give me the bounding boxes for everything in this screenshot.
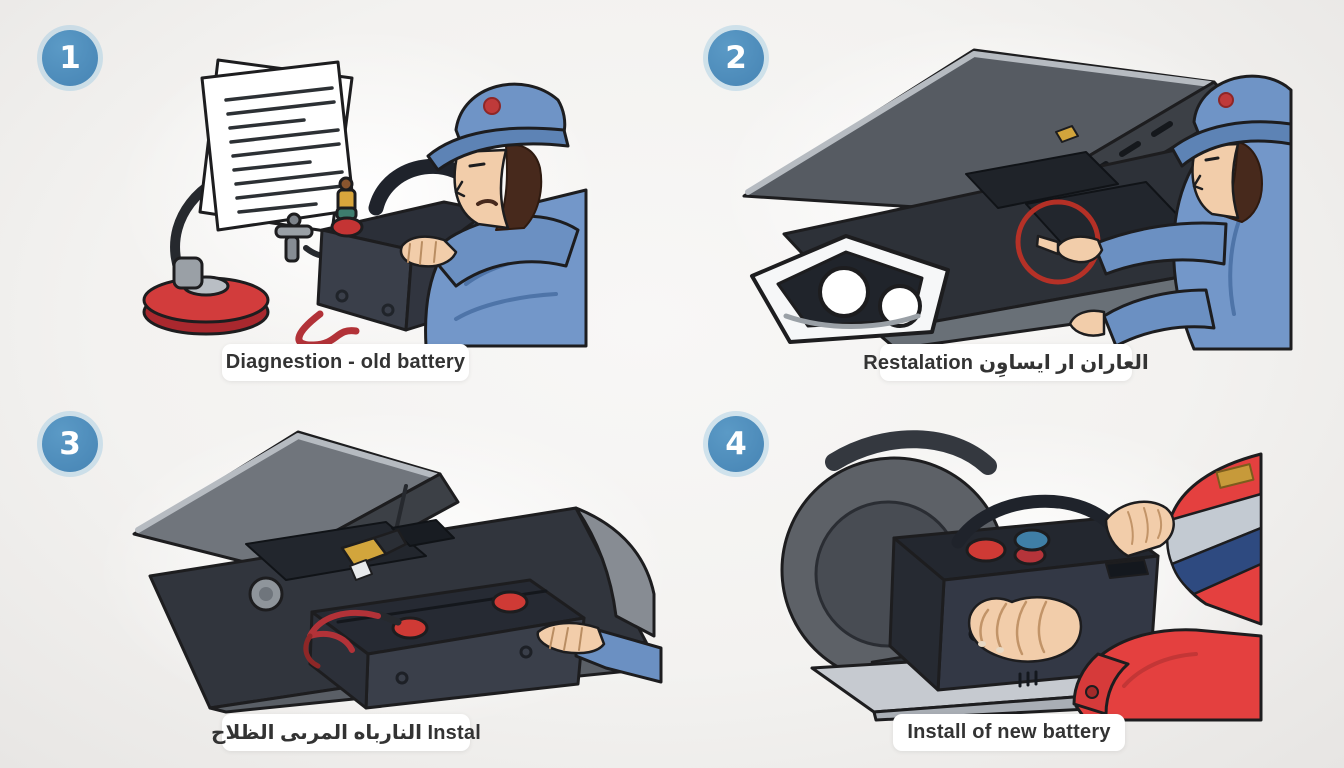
step-2-illustration xyxy=(726,24,1293,351)
old-battery-icon xyxy=(303,578,586,710)
step-1-badge: 1 xyxy=(42,30,98,86)
red-cap-icon xyxy=(965,537,1007,563)
step-3-badge: 3 xyxy=(42,416,98,472)
fender-icon xyxy=(574,506,656,638)
step-4-caption-text: Install of new battery xyxy=(907,721,1111,743)
face-icon xyxy=(1191,142,1240,220)
step-4-number: 4 xyxy=(725,426,747,462)
step-2-badge: 2 xyxy=(708,30,764,86)
hand-icon xyxy=(1104,500,1175,558)
step-2-number: 2 xyxy=(725,40,747,76)
step-1-caption-text: Diagnestion - old battery xyxy=(225,351,466,373)
battery-terminal-cap-icon xyxy=(491,590,529,614)
step-4-caption: Install of new battery xyxy=(893,714,1125,751)
technician-arms-icon xyxy=(967,452,1263,722)
sleeve-stripe-navy xyxy=(1170,526,1263,596)
hand-icon xyxy=(967,596,1083,663)
step-4-illustration xyxy=(776,424,1263,722)
battery-handle-icon xyxy=(951,494,1119,549)
mechanic-icon xyxy=(1035,74,1293,351)
face-icon xyxy=(453,148,510,230)
pointing-hand-icon xyxy=(1056,235,1104,264)
step-1-number: 1 xyxy=(59,40,81,76)
step-3-number: 3 xyxy=(59,426,81,462)
step-3-illustration xyxy=(106,416,663,714)
hand-icon xyxy=(1068,309,1106,337)
battery-terminal-cap-icon xyxy=(391,616,429,640)
blue-cap-icon xyxy=(1013,528,1051,552)
beard-icon xyxy=(495,144,543,231)
headlight-icon xyxy=(750,234,950,344)
step-3-caption: النارباه المرىى الظلاح Instal xyxy=(211,714,481,751)
uniform-patch-icon xyxy=(1215,463,1255,489)
step-4-badge: 4 xyxy=(708,416,764,472)
mechanic-icon xyxy=(399,82,588,348)
red-cable-icon xyxy=(295,310,360,349)
reaching-hand-icon xyxy=(536,621,663,684)
step-2-caption-text: Restalation العاران ار ايساوِن xyxy=(863,352,1149,374)
documents-icon xyxy=(198,58,356,234)
step-2-caption: Restalation العاران ار ايساوِن xyxy=(863,344,1149,381)
step-1-caption: Diagnestion - old battery xyxy=(222,344,469,381)
hand-icon xyxy=(399,235,458,268)
step-3-caption-text: النارباه المرىى الظلاح Instal xyxy=(211,722,481,744)
step-1-illustration xyxy=(126,34,588,349)
